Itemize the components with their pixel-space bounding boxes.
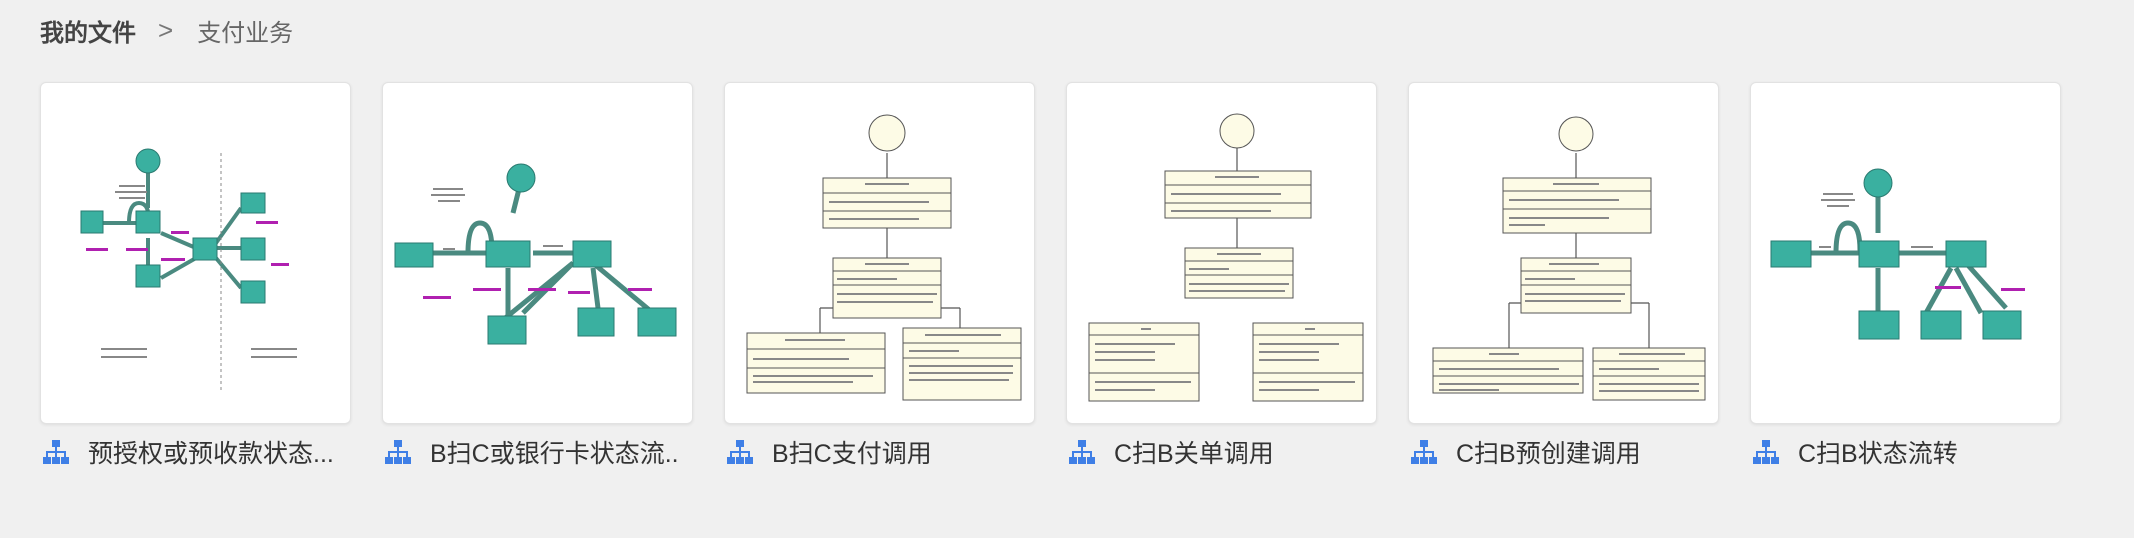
flowchart-icon: [1069, 440, 1095, 464]
file-card-3[interactable]: B扫C支付调用: [724, 82, 1035, 468]
flowchart-icon: [43, 440, 69, 464]
file-title[interactable]: C扫B关单调用: [1114, 440, 1274, 468]
file-thumbnail[interactable]: [382, 82, 693, 424]
file-title[interactable]: C扫B状态流转: [1798, 440, 1958, 468]
file-thumbnail[interactable]: [40, 82, 351, 424]
file-thumbnail[interactable]: [1066, 82, 1377, 424]
flowchart-icon: [385, 440, 411, 464]
flowchart-icon: [1411, 440, 1437, 464]
file-card-2[interactable]: B扫C或银行卡状态流..: [382, 82, 693, 468]
file-card-6[interactable]: C扫B状态流转: [1750, 82, 2061, 468]
file-thumbnail[interactable]: [1750, 82, 2061, 424]
file-title[interactable]: C扫B预创建调用: [1456, 440, 1641, 468]
breadcrumb-separator-icon: >: [158, 14, 174, 45]
state-diagram-thumbnail: [80, 148, 297, 393]
flowchart-icon: [1753, 440, 1779, 464]
breadcrumb-current-folder: 支付业务: [197, 19, 294, 47]
file-thumbnail[interactable]: [1408, 82, 1719, 424]
breadcrumb: 我的文件 > 支付业务: [40, 14, 294, 47]
file-card-4[interactable]: C扫B关单调用: [1066, 82, 1377, 468]
file-card-1[interactable]: 预授权或预收款状态...: [40, 82, 351, 468]
file-card-5[interactable]: C扫B预创建调用: [1408, 82, 1719, 468]
state-diagram-thumbnail: [394, 163, 677, 345]
uml-diagram-thumbnail: [1432, 116, 1706, 401]
flowchart-icon: [727, 440, 753, 464]
file-title[interactable]: B扫C支付调用: [772, 440, 932, 468]
file-title[interactable]: B扫C或银行卡状态流..: [430, 440, 679, 468]
breadcrumb-root-my-files[interactable]: 我的文件: [40, 19, 136, 47]
state-diagram-thumbnail: [1770, 168, 2025, 340]
file-title[interactable]: 预授权或预收款状态...: [88, 440, 334, 468]
uml-diagram-thumbnail: [746, 114, 1022, 401]
uml-diagram-thumbnail: [1088, 113, 1364, 402]
file-thumbnail[interactable]: [724, 82, 1035, 424]
